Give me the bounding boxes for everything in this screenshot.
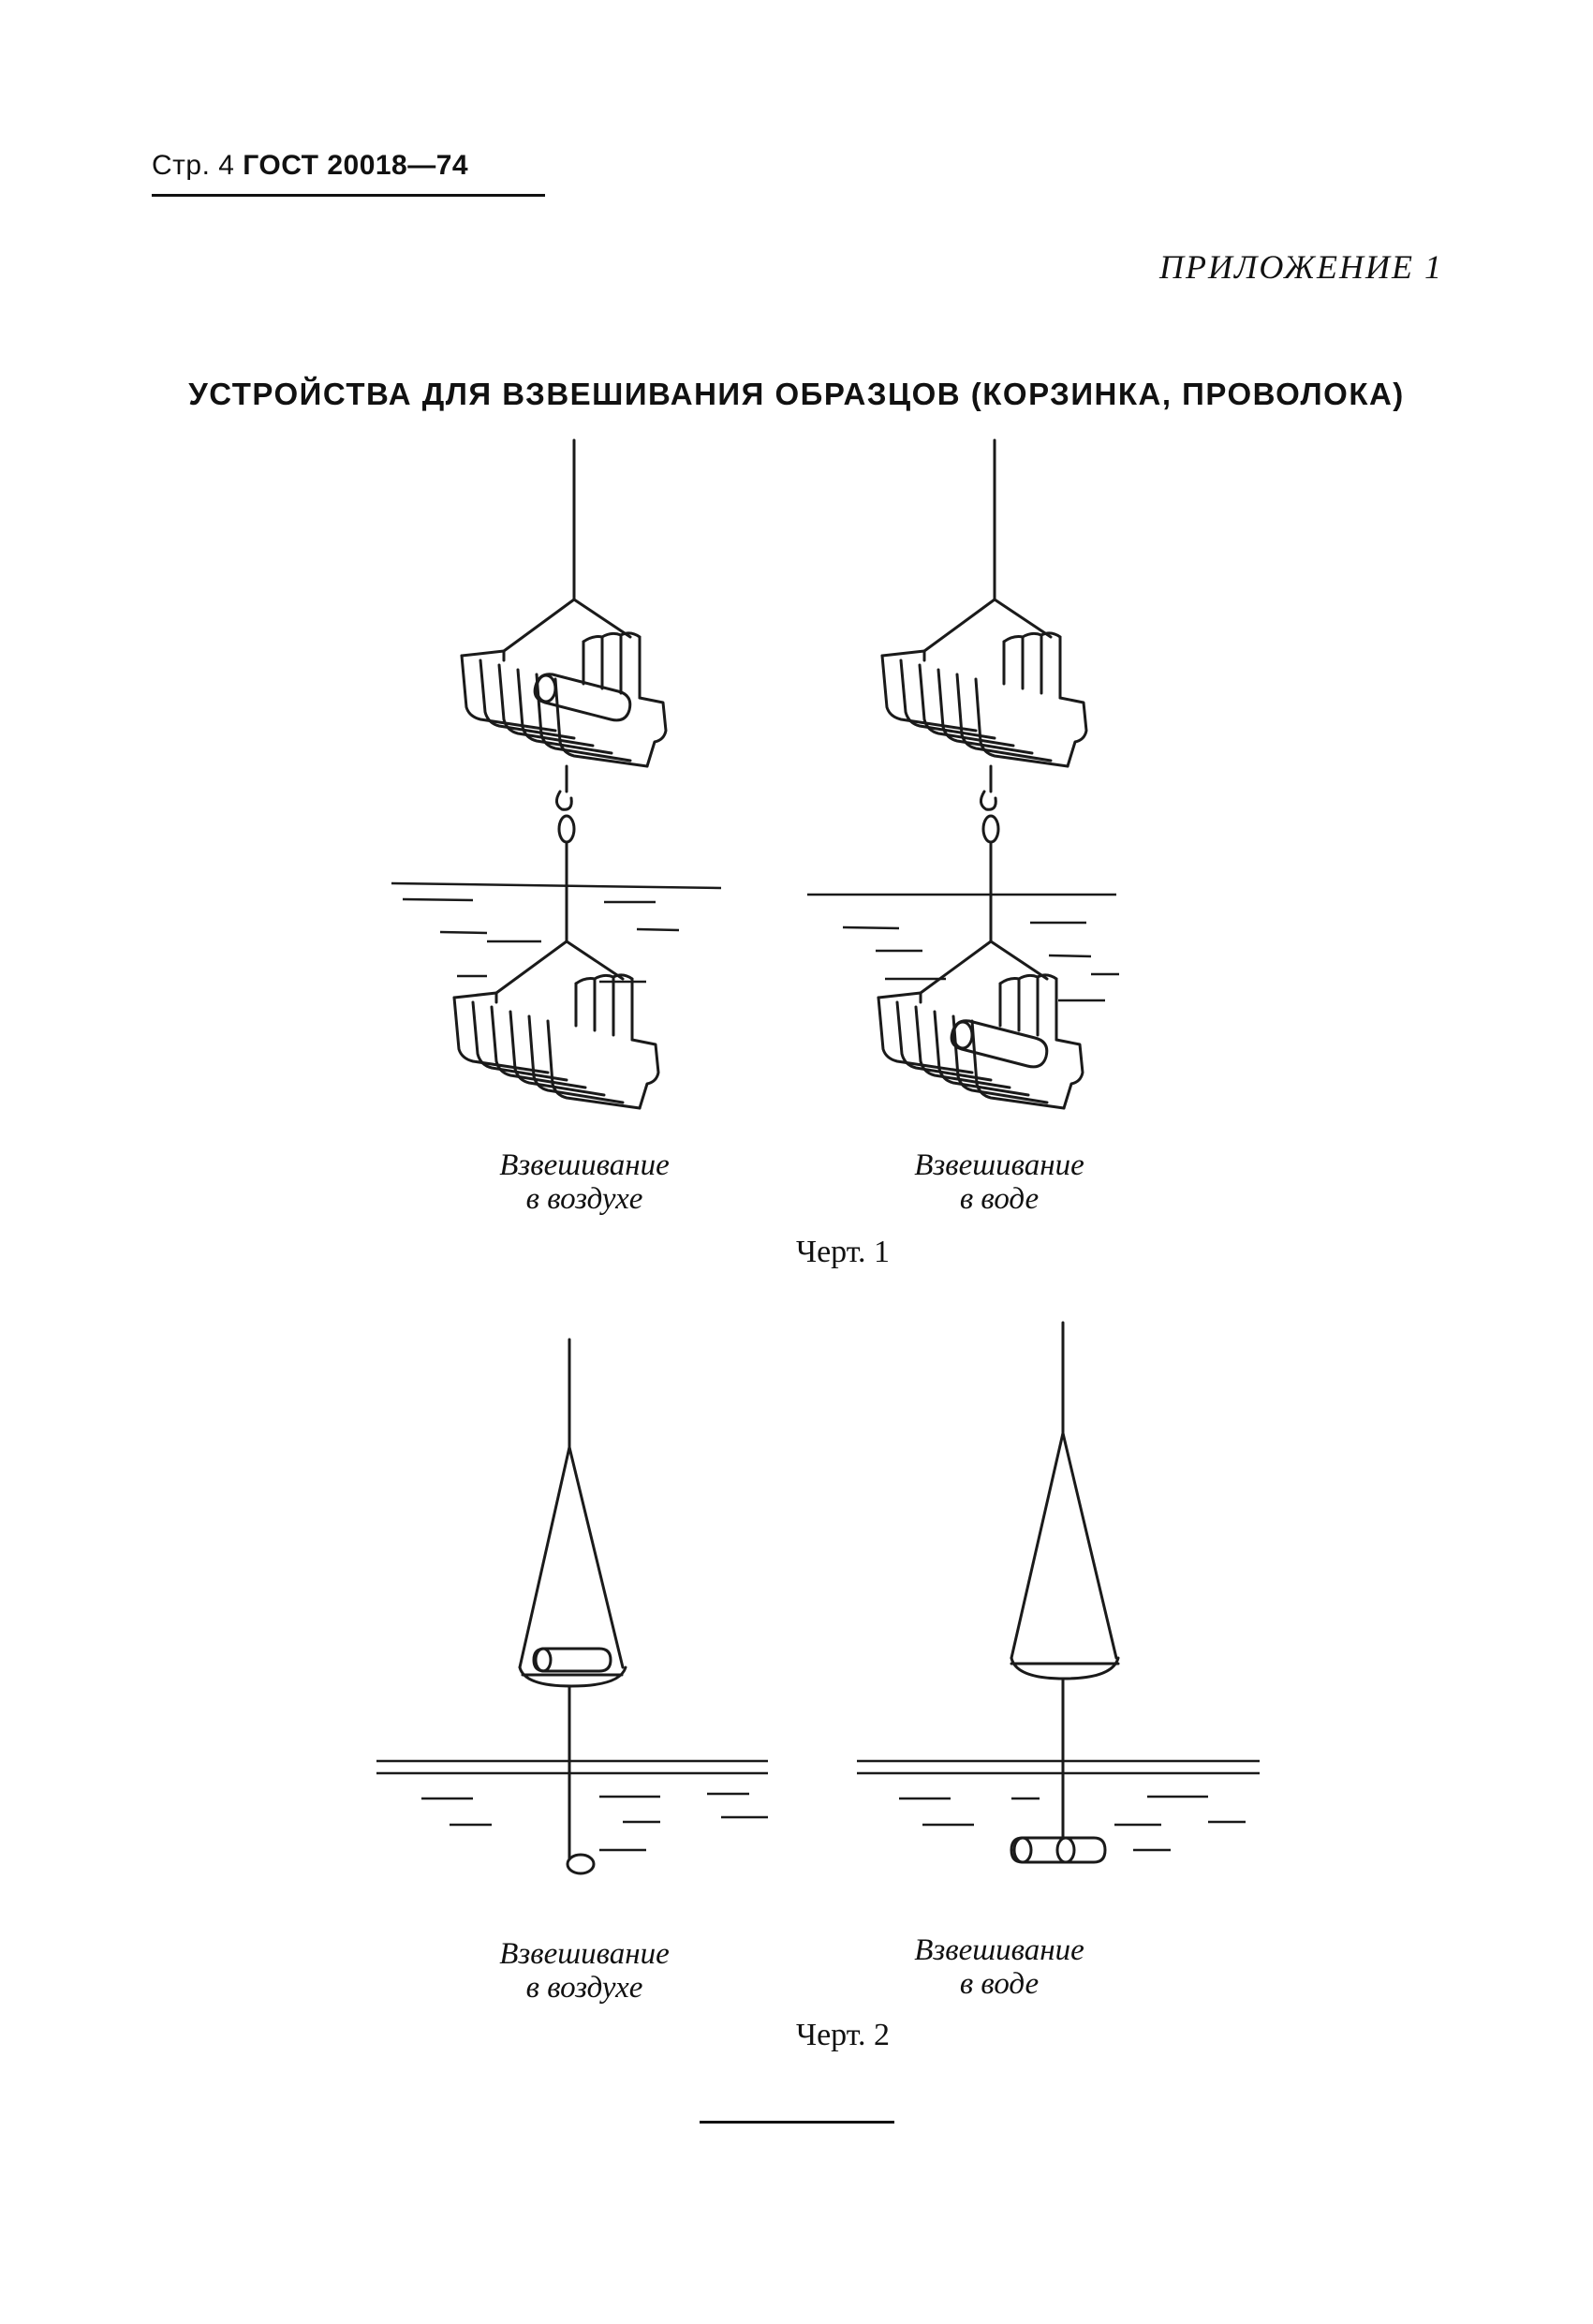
fig2-right-water (857, 1759, 1260, 1852)
fig1-left-water (391, 881, 722, 984)
fig2-left-water (376, 1759, 768, 1852)
standard-number: ГОСТ 20018—74 (243, 150, 469, 181)
end-rule (700, 2121, 894, 2124)
fig2-right-caption: Взвешивание в воде (831, 1933, 1168, 2001)
caption-line: Взвешивание (914, 1148, 1084, 1182)
page-number: Стр. 4 (152, 150, 235, 181)
page-header: Стр. 4 ГОСТ 20018—74 (152, 150, 468, 182)
header-rule (152, 194, 545, 197)
appendix-label: ПРИЛОЖЕНИЕ 1 (1159, 248, 1443, 286)
fig2-right-assembly (1010, 1321, 1120, 1864)
fig1-right-caption: Взвешивание в воде (831, 1148, 1168, 1216)
fig1-right-water (807, 893, 1119, 1002)
figure2-label: Черт. 2 (795, 2018, 891, 2052)
caption-line: в воде (959, 1182, 1040, 1216)
fig1-left-assembly (452, 438, 668, 1110)
page-title: УСТРОЙСТВА ДЛЯ ВЗВЕШИВАНИЯ ОБРАЗЦОВ (КОР… (188, 377, 1405, 411)
caption-line: Взвешивание (499, 1148, 670, 1182)
figure1-label: Черт. 1 (795, 1235, 891, 1269)
fig1-left-caption: Взвешивание в воздухе (416, 1148, 753, 1216)
fig1-right-assembly (877, 438, 1088, 1110)
fig2-left-assembly (518, 1338, 627, 1875)
caption-line: в воздухе (525, 1182, 643, 1216)
caption-line: Взвешивание (499, 1937, 670, 1971)
fig2-left-caption: Взвешивание в воздухе (416, 1937, 753, 2005)
caption-line: Взвешивание (914, 1933, 1084, 1967)
caption-line: в воде (959, 1967, 1040, 2001)
caption-line: в воздухе (525, 1971, 643, 2005)
